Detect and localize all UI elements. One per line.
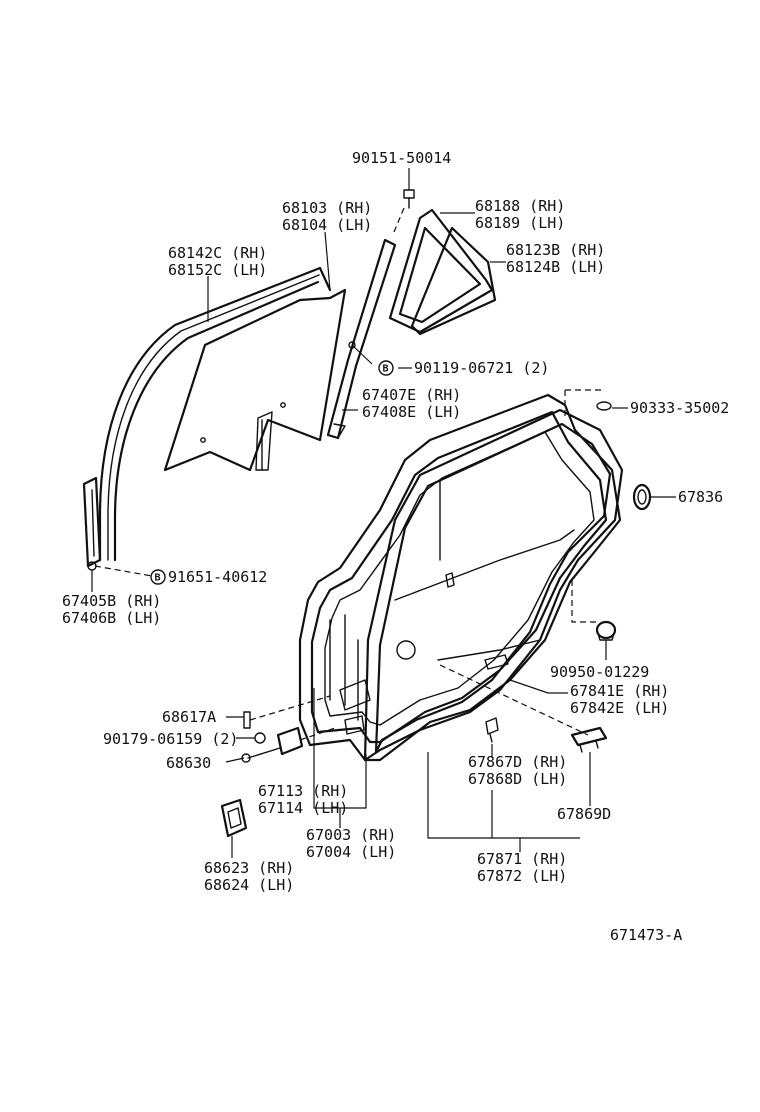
label-90333: 90333-35002 [630, 399, 729, 417]
label-68188-rh: 68188 (RH) [475, 197, 565, 215]
hole-plug-67836 [632, 483, 652, 511]
label-90179: 90179-06159 (2) [103, 730, 238, 748]
label-90151: 90151-50014 [352, 149, 451, 167]
label-67407-lh: 67408E (LH) [362, 403, 461, 421]
striker-cover-68623 [220, 798, 248, 838]
badge-90119-letter: B [383, 364, 389, 375]
label-67113-lh: 67114 (LH) [258, 799, 348, 817]
label-67869: 67869D [557, 805, 611, 823]
label-68623-rh: 68623 (RH) [204, 859, 294, 877]
hinge-pin-68617 [243, 711, 251, 729]
badge-90119 [378, 360, 394, 376]
clip-67869 [570, 726, 608, 753]
label-67841-lh: 67842E (LH) [570, 699, 669, 717]
label-67871-rh: 67871 (RH) [477, 850, 567, 868]
label-67113-rh: 67113 (RH) [258, 782, 348, 800]
lower-channel [82, 476, 102, 571]
label-67836: 67836 [678, 488, 723, 506]
callout-labels: 90151-50014 68188 (RH) 68189 (LH) 68103 … [62, 149, 729, 944]
label-68123-lh: 68124B (LH) [506, 258, 605, 276]
label-67405-lh: 67406B (LH) [62, 609, 161, 627]
hole-plug-90950 [595, 620, 617, 641]
label-68103-lh: 68104 (LH) [282, 216, 372, 234]
badge-91651 [150, 569, 166, 585]
label-67003-lh: 67004 (LH) [306, 843, 396, 861]
seal-ring-90333 [596, 401, 612, 411]
label-67407-rh: 67407E (RH) [362, 386, 461, 404]
badge-91651-letter: B [155, 573, 161, 584]
label-68142-rh: 68142C (RH) [168, 244, 267, 262]
label-91651: 91651-40612 [168, 568, 267, 586]
diagram-code: 671473-A [610, 926, 682, 944]
label-67871-lh: 67872 (LH) [477, 867, 567, 885]
label-67003-rh: 67003 (RH) [306, 826, 396, 844]
label-67405-rh: 67405B (RH) [62, 592, 161, 610]
label-68623-lh: 68624 (LH) [204, 876, 294, 894]
bolt-90179 [254, 732, 266, 744]
clip-67867 [485, 717, 499, 743]
leader-lines [91, 168, 676, 858]
door-glass [163, 288, 347, 472]
label-68142-lh: 68152C (LH) [168, 261, 267, 279]
label-67841-rh: 67841E (RH) [570, 682, 669, 700]
door-check-68630 [241, 726, 304, 763]
label-90950: 90950-01229 [550, 663, 649, 681]
quarter-glass [410, 226, 497, 336]
screw-90151 [403, 189, 415, 209]
division-bar [326, 238, 397, 440]
window-run-channel [98, 266, 332, 562]
label-68123-rh: 68123B (RH) [506, 241, 605, 259]
label-68188-lh: 68189 (LH) [475, 214, 565, 232]
door-weatherstrip [363, 408, 624, 762]
label-68617: 68617A [162, 708, 216, 726]
label-68103-rh: 68103 (RH) [282, 199, 372, 217]
label-68630: 68630 [166, 754, 211, 772]
label-90119: 90119-06721 (2) [414, 359, 549, 377]
label-67867-rh: 67867D (RH) [468, 753, 567, 771]
label-67867-lh: 67868D (LH) [468, 770, 567, 788]
